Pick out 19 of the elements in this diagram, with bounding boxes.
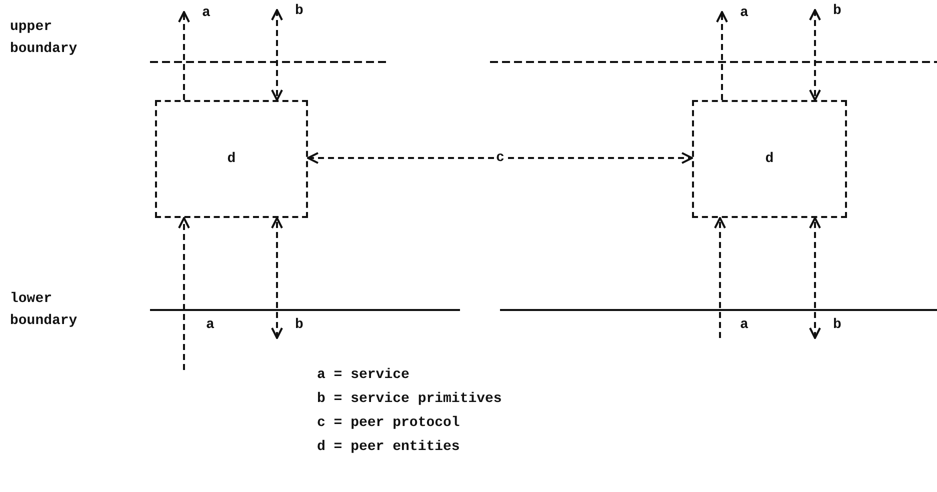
- arrow: [809, 9, 821, 101]
- key-entry: b = service primitives: [317, 392, 502, 408]
- arrow: [271, 9, 283, 101]
- boundary-label: upper boundary: [10, 18, 78, 59]
- entity-label: d: [227, 151, 236, 167]
- key-entry: a = service: [317, 368, 410, 384]
- boundary-label: lower boundary: [10, 290, 78, 331]
- entity-label: d: [765, 151, 774, 167]
- arrow: [307, 152, 693, 164]
- key-entry: d = peer entities: [317, 440, 460, 456]
- arrow: [178, 217, 190, 370]
- arrow: [716, 11, 728, 100]
- arrow: [714, 217, 726, 338]
- key-entry: c = peer protocol: [317, 416, 460, 432]
- arrow: [809, 217, 821, 339]
- arrow: [271, 217, 283, 339]
- arrow: [178, 11, 190, 100]
- entity-box: [155, 100, 308, 218]
- entity-box: [692, 100, 847, 218]
